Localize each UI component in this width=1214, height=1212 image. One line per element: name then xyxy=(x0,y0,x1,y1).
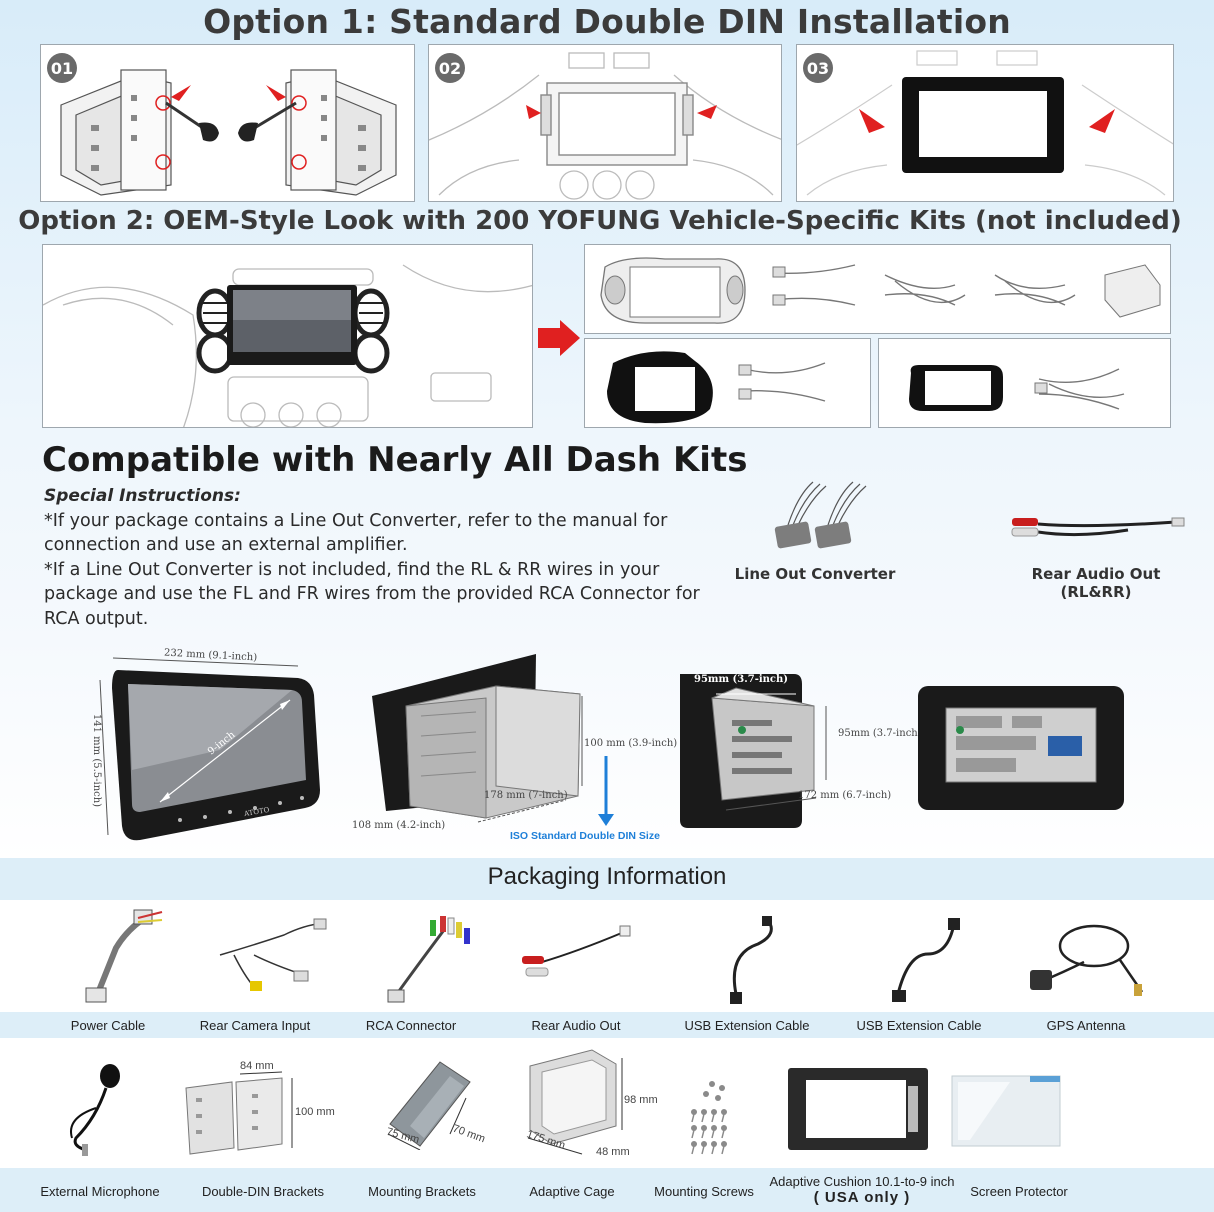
item-label-rca-connector: RCA Connector xyxy=(365,1018,457,1033)
brackets-height-dim: 100 mm xyxy=(295,1106,335,1118)
brackets-width-dim: 84 mm xyxy=(240,1060,274,1072)
rear-audio-out-image xyxy=(1011,517,1185,537)
cage-height-dim: 98 mm xyxy=(624,1094,658,1106)
item-label-mounting-brackets: Mounting Brackets xyxy=(368,1184,476,1199)
rear-audio-label-line1: Rear Audio Out xyxy=(1031,565,1161,583)
unit-depth-diagram xyxy=(680,674,827,828)
item-label-double-din-brackets: Double-DIN Brackets xyxy=(201,1184,325,1199)
screen-protector-image xyxy=(951,1075,1061,1147)
mounting-screws-image xyxy=(691,1081,727,1155)
instruction-2: *If a Line Out Converter is not included… xyxy=(44,559,700,629)
dim-body-depth: 172 mm (6.7-inch) xyxy=(798,790,892,801)
kit-frame-slim-illustration xyxy=(909,365,1125,411)
dim-body-width: 95mm (3.7-inch) xyxy=(694,674,788,685)
rear-audio-out-cable-image xyxy=(522,925,631,977)
item-label-adaptive-cushion: Adaptive Cushion 10.1-to-9 inch ( USA on… xyxy=(760,1174,964,1206)
step-01-badge: 01 xyxy=(47,53,77,83)
unit-rear-view xyxy=(918,686,1124,810)
rear-audio-label-line2: (RL&RR) xyxy=(1060,583,1132,601)
step-02-panel: 02 xyxy=(428,44,782,202)
step-01-panel: 01 xyxy=(40,44,415,202)
item-label-mounting-screws: Mounting Screws xyxy=(654,1184,754,1199)
line-out-label: Line Out Converter xyxy=(734,565,896,583)
item-label-usb-extension-1: USB Extension Cable xyxy=(684,1018,810,1033)
dim-din-width: 178 mm (7-inch) xyxy=(484,790,568,801)
mounting-brackets-image xyxy=(387,1061,471,1150)
screen-dimensions-diagram xyxy=(99,657,320,841)
usb-extension-cable-2-image xyxy=(892,918,960,1002)
item-label-usb-extension-2: USB Extension Cable xyxy=(856,1018,982,1033)
packaging-row2-band xyxy=(0,1168,1214,1212)
kit-frame-and-harness-illustration xyxy=(600,257,1161,324)
dim-body-height: 95mm (3.7-inch) xyxy=(838,728,922,739)
double-din-cage-diagram xyxy=(372,654,614,826)
compat-title: Compatible with Nearly All Dash Kits xyxy=(42,440,748,480)
kit-contents-panel-1 xyxy=(584,244,1171,334)
dim-height: 141 mm (5.5-inch) xyxy=(91,713,103,808)
iso-size-label: ISO Standard Double DIN Size xyxy=(510,830,660,842)
item-label-external-microphone: External Microphone xyxy=(40,1184,160,1199)
item-label-adaptive-cage: Adaptive Cage xyxy=(529,1184,615,1199)
power-cable-image xyxy=(85,909,163,1003)
item-label-power-cable: Power Cable xyxy=(70,1018,146,1033)
adaptive-cushion-image xyxy=(788,1068,928,1150)
double-din-brackets-image xyxy=(185,1071,293,1155)
kit-contents-panel-3 xyxy=(878,338,1171,428)
dim-din-height: 108 mm (4.2-inch) xyxy=(352,820,446,831)
instruction-1: *If your package contains a Line Out Con… xyxy=(44,510,668,556)
adaptive-cage-image xyxy=(527,1049,623,1155)
item-label-gps-antenna: GPS Antenna xyxy=(1046,1018,1126,1033)
item-label-rear-audio-out: Rear Audio Out xyxy=(531,1018,621,1033)
usa-only-note: ( USA only ) xyxy=(813,1189,911,1206)
step-02-badge: 02 xyxy=(435,53,465,83)
bracket-screwing-illustration xyxy=(60,69,397,196)
oem-dash-panel xyxy=(42,244,533,428)
special-instructions: Special Instructions: *If your package c… xyxy=(44,484,724,631)
kit-frame-black-illustration xyxy=(607,351,826,424)
adaptive-cushion-text: Adaptive Cushion 10.1-to-9 inch xyxy=(769,1174,955,1189)
rear-camera-input-image xyxy=(219,918,327,991)
step-03-panel: 03 xyxy=(796,44,1174,202)
line-out-converter-image xyxy=(774,481,867,549)
item-label-screen-protector: Screen Protector xyxy=(970,1184,1068,1199)
packaging-title: Packaging Information xyxy=(487,863,727,890)
external-microphone-image xyxy=(70,1064,120,1156)
cage-depth-dim: 48 mm xyxy=(596,1146,630,1158)
item-label-rear-camera-input: Rear Camera Input xyxy=(199,1018,311,1033)
kit-contents-panel-2 xyxy=(584,338,871,428)
rca-connector-image xyxy=(387,916,470,1003)
rear-audio-label: Rear Audio Out (RL&RR) xyxy=(1006,565,1186,601)
packaging-row1-band xyxy=(0,1012,1214,1038)
instructions-heading: Special Instructions: xyxy=(44,486,241,506)
option1-title: Option 1: Standard Double DIN Installati… xyxy=(203,2,1011,41)
dash-cage-illustration xyxy=(429,52,781,200)
oem-dash-illustration xyxy=(43,264,532,427)
dim-depth: 100 mm (3.9-inch) xyxy=(584,738,678,749)
arrow-right-icon xyxy=(538,320,580,356)
gps-antenna-image xyxy=(1030,924,1144,996)
packaging-header-band: Packaging Information xyxy=(0,858,1214,900)
dash-frame-illustration xyxy=(797,50,1173,196)
option2-title: Option 2: OEM-Style Look with 200 YOFUNG… xyxy=(18,206,1182,236)
step-03-badge: 03 xyxy=(803,53,833,83)
usb-extension-cable-1-image xyxy=(730,916,773,1004)
